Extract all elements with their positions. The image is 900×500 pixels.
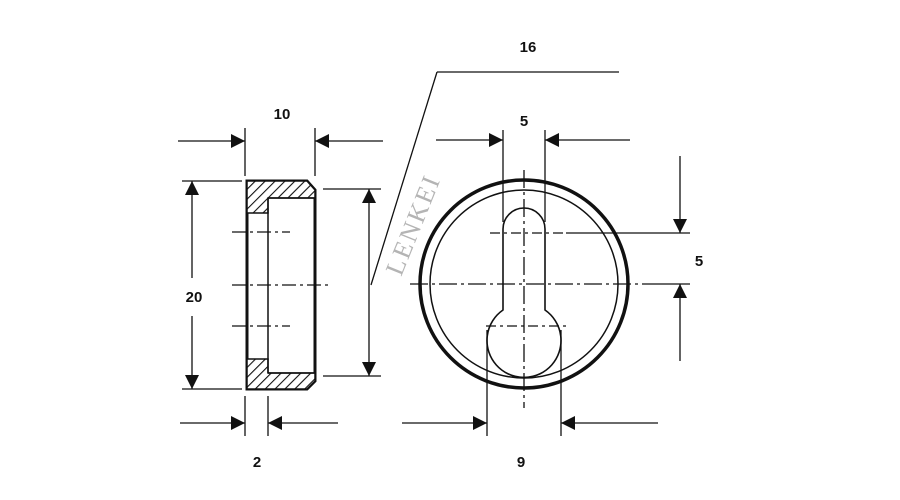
dim-front-diameter-label: 16 xyxy=(520,39,537,56)
side-view xyxy=(232,179,330,391)
dimension-side-width xyxy=(178,128,383,176)
front-view xyxy=(410,170,642,408)
dimension-slot-offset xyxy=(566,156,690,361)
dim-slot-offset-label: 5 xyxy=(695,253,703,270)
dim-side-height-label: 20 xyxy=(186,289,203,306)
dimension-front-diameter xyxy=(323,71,619,377)
dimension-bulb-width xyxy=(402,330,658,436)
side-view-hatch-top xyxy=(246,180,316,214)
dim-side-width-label: 10 xyxy=(274,106,291,123)
leader-line xyxy=(370,71,438,286)
dimension-side-wall xyxy=(180,396,338,436)
dim-bulb-width-label: 9 xyxy=(517,454,525,471)
dim-slot-width-label: 5 xyxy=(520,113,528,130)
dim-side-wall-label: 2 xyxy=(253,454,261,471)
dimension-slot-width xyxy=(436,130,630,222)
dimension-side-height xyxy=(182,180,242,390)
side-view-hatch-bottom xyxy=(246,358,316,390)
